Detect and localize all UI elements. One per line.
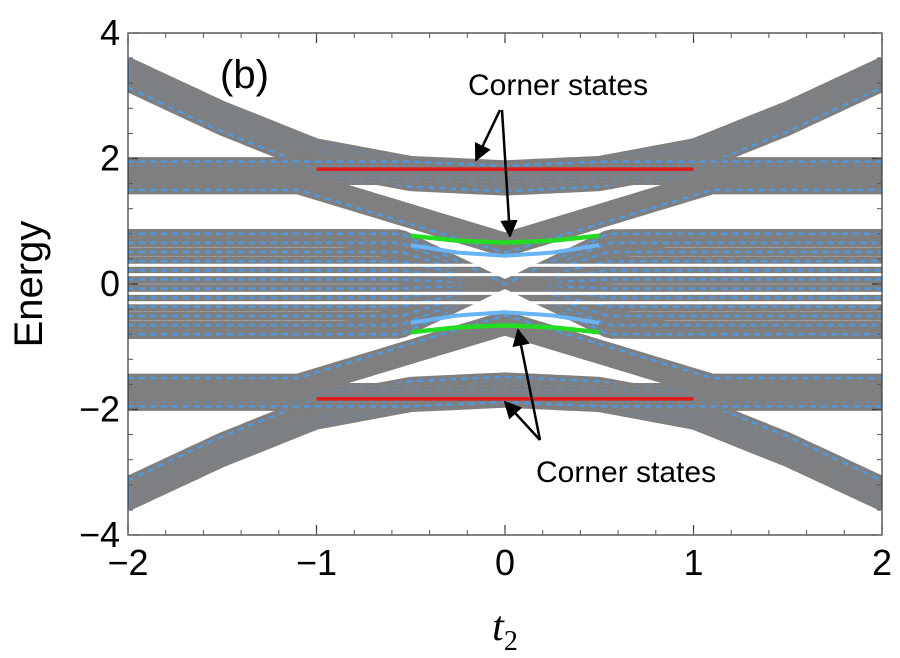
edge-state-upper xyxy=(410,243,600,258)
central-bulk-band-10-blue xyxy=(128,241,882,286)
y-tick-label-1: −2 xyxy=(79,389,120,430)
x-axis-label: t2 xyxy=(492,604,518,657)
y-tick-label-3: 2 xyxy=(100,138,120,179)
green-corner-state-lower xyxy=(410,323,600,335)
arrow-to-green-lower xyxy=(512,328,542,441)
y-tick-label-0: −4 xyxy=(79,514,120,555)
mid-lower-band-5-blue xyxy=(128,314,882,380)
arrow-to-red-upper xyxy=(474,109,502,162)
outer-lower-band-7-blue xyxy=(128,375,882,482)
x-axis-label-sub: 2 xyxy=(504,626,518,657)
corner-states-label-top: Corner states xyxy=(468,69,648,102)
x-tick-label-2: 0 xyxy=(495,542,515,583)
central-bulk-band-11-blue xyxy=(128,232,882,286)
arrow-to-green-upper xyxy=(500,109,518,238)
green-corner-state-upper xyxy=(410,233,600,245)
outer-upper-band-7-blue xyxy=(128,86,882,193)
central-bulk-band-1-blue xyxy=(128,282,882,327)
band-layer xyxy=(128,57,882,511)
central-bulk-band-9-blue xyxy=(128,250,882,286)
x-axis-label-base: t xyxy=(492,604,505,650)
x-tick-label-1: −1 xyxy=(296,542,337,583)
y-tick-label-2: 0 xyxy=(100,263,120,304)
x-tick-label-3: 1 xyxy=(683,542,703,583)
edge-state-lower xyxy=(410,310,600,325)
y-axis-label: Energy xyxy=(7,221,51,348)
mid-upper-band-5-blue xyxy=(128,188,882,254)
central-bulk-band-2-blue xyxy=(128,282,882,318)
x-tick-label-4: 2 xyxy=(872,542,892,583)
y-tick-label-4: 4 xyxy=(100,12,120,53)
x-tick-label-0: −2 xyxy=(107,542,148,583)
arrow-to-red-lower xyxy=(503,400,541,441)
corner-states-label-bottom: Corner states xyxy=(536,456,716,489)
panel-label: (b) xyxy=(220,53,269,97)
